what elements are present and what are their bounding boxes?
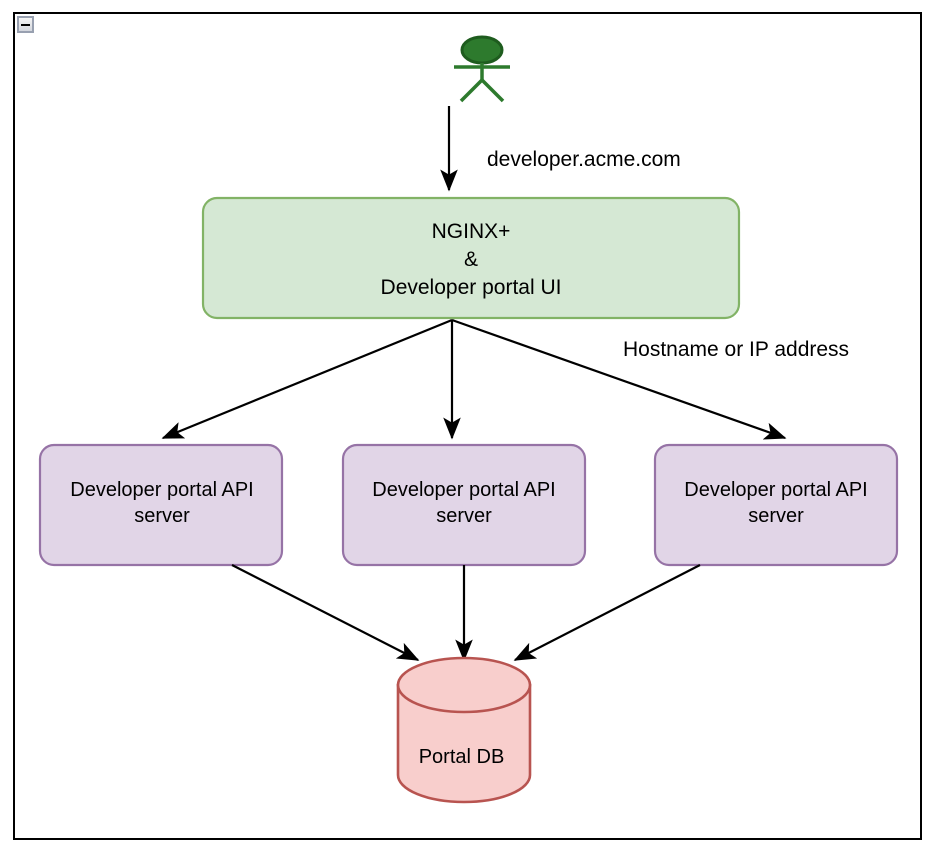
minus-icon <box>21 23 30 26</box>
node-api-server-2[interactable] <box>341 443 587 567</box>
node-nginx-developer-portal-ui[interactable] <box>201 196 741 320</box>
node-api-server-3[interactable] <box>653 443 899 567</box>
actor-user-icon[interactable] <box>454 35 510 103</box>
collapse-toggle-button[interactable] <box>17 16 34 33</box>
node-api-server-1[interactable] <box>38 443 284 567</box>
node-portal-database[interactable] <box>396 656 532 804</box>
